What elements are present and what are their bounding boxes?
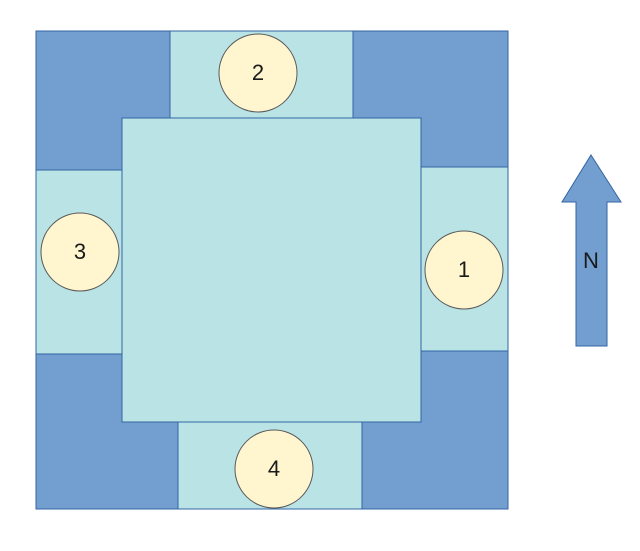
marker-4-label: 4 [268, 456, 280, 481]
marker-1-circle [424, 230, 504, 310]
marker-1-label: 1 [458, 257, 470, 282]
north-arrow-label: N [583, 248, 599, 273]
marker-2-label: 2 [252, 60, 264, 85]
north-arrow-icon: N [561, 154, 622, 347]
marker-2-circle [218, 33, 298, 113]
center-square [121, 117, 422, 423]
marker-3: 3 [40, 212, 120, 292]
marker-4-circle [234, 429, 314, 509]
marker-3-label: 3 [74, 239, 86, 264]
marker-1: 1 [424, 230, 504, 310]
marker-3-circle [40, 212, 120, 292]
marker-2: 2 [218, 33, 298, 113]
marker-4: 4 [234, 429, 314, 509]
north-arrow-shape [561, 154, 622, 347]
